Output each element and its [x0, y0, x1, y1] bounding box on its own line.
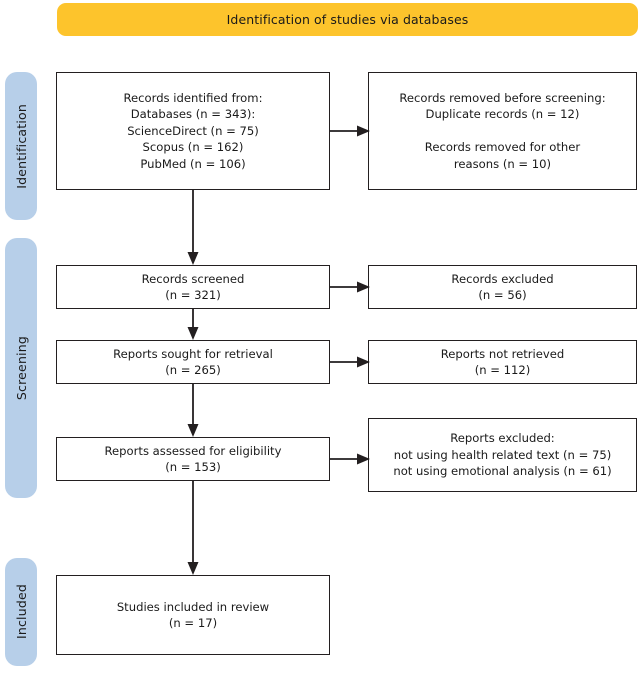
flow-box-reports-not-retrieved: Reports not retrieved (n = 112) [368, 340, 637, 384]
flow-box-reports-assessed: Reports assessed for eligibility (n = 15… [56, 437, 330, 481]
stage-band-screening: Screening [5, 238, 37, 498]
arrow-right-identified-to-removed [330, 124, 370, 138]
stage-band-included: Included [5, 558, 37, 666]
stage-label-identification: Identification [13, 103, 29, 189]
flow-box-text: Records identified from: Databases (n = … [123, 90, 263, 171]
flow-box-records-excluded: Records excluded (n = 56) [368, 265, 637, 309]
flow-box-records-screened: Records screened (n = 321) [56, 265, 330, 309]
flow-box-reports-sought: Reports sought for retrieval (n = 265) [56, 340, 330, 384]
arrow-down-identified-to-screened [186, 190, 200, 265]
flow-box-text: Studies included in review (n = 17) [116, 599, 270, 631]
flow-box-records-removed: Records removed before screening: Duplic… [368, 72, 637, 190]
header-banner: Identification of studies via databases [57, 3, 638, 36]
arrow-right-screened-to-excluded [330, 280, 370, 294]
arrow-right-assessed-to-excluded-reports [330, 452, 370, 466]
page-title: Identification of studies via databases [226, 12, 469, 27]
stage-label-included: Included [13, 584, 29, 640]
arrow-down-assessed-to-included [186, 481, 200, 575]
arrow-right-sought-to-not-retrieved [330, 355, 370, 369]
flow-box-text: Reports not retrieved (n = 112) [440, 346, 565, 378]
stage-band-identification: Identification [5, 72, 37, 220]
flow-box-text: Records screened (n = 321) [141, 271, 245, 303]
stage-label-screening: Screening [13, 335, 29, 401]
flow-box-reports-excluded: Reports excluded: not using health relat… [368, 418, 637, 492]
flow-box-studies-included: Studies included in review (n = 17) [56, 575, 330, 655]
flow-box-records-identified: Records identified from: Databases (n = … [56, 72, 330, 190]
flow-box-text: Reports sought for retrieval (n = 265) [113, 346, 273, 378]
arrow-down-screened-to-sought [186, 309, 200, 340]
flow-box-text: Records removed before screening: Duplic… [399, 90, 606, 171]
flow-box-text: Records excluded (n = 56) [451, 271, 554, 303]
arrow-down-sought-to-assessed [186, 384, 200, 437]
flow-box-text: Reports assessed for eligibility (n = 15… [104, 443, 282, 475]
flow-box-text: Reports excluded: not using health relat… [393, 431, 612, 479]
